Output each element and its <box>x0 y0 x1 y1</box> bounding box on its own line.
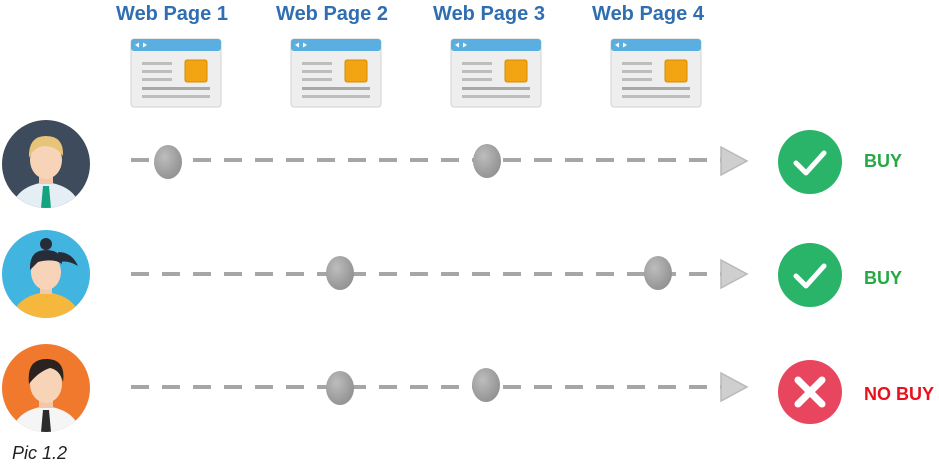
figure-caption: Pic 1.2 <box>12 443 68 463</box>
web-page-1-label: Web Page 1 <box>116 3 228 25</box>
browser-window-icon <box>450 38 542 108</box>
outcome-label-no-buy: NO BUY <box>864 384 935 404</box>
arrow-head-icon <box>719 371 749 403</box>
outcome-label-buy: BUY <box>864 151 903 171</box>
woman-ponytail-avatar-icon-svg <box>2 230 90 318</box>
browser-window-icon-svg <box>290 38 382 108</box>
journey-visit-dot <box>473 144 501 178</box>
man-dark-hair-avatar-icon-svg <box>2 344 90 432</box>
man-blond-avatar-icon <box>2 120 90 208</box>
cross-icon <box>778 360 842 424</box>
woman-ponytail-avatar-icon <box>2 230 90 318</box>
browser-window-icon <box>610 38 702 108</box>
man-blond-avatar-icon-svg <box>2 120 90 208</box>
journey-visit-dot <box>326 256 354 290</box>
web-page-4-label: Web Page 4 <box>592 3 704 25</box>
journey-visit-dot <box>644 256 672 290</box>
browser-window-icon <box>130 38 222 108</box>
arrow-head-icon <box>719 258 749 290</box>
outcome-label-buy: BUY <box>864 268 903 288</box>
checkmark-icon <box>778 243 842 307</box>
browser-window-icon-svg <box>450 38 542 108</box>
journey-visit-dot <box>154 145 182 179</box>
web-page-2-label: Web Page 2 <box>276 3 388 25</box>
journey-visit-dot <box>472 368 500 402</box>
browser-window-icon <box>290 38 382 108</box>
arrow-head-icon <box>719 145 749 177</box>
browser-window-icon-svg <box>130 38 222 108</box>
journey-visit-dot <box>326 371 354 405</box>
browser-window-icon-svg <box>610 38 702 108</box>
man-dark-hair-avatar-icon <box>2 344 90 432</box>
checkmark-icon <box>778 130 842 194</box>
web-page-3-label: Web Page 3 <box>433 3 545 25</box>
